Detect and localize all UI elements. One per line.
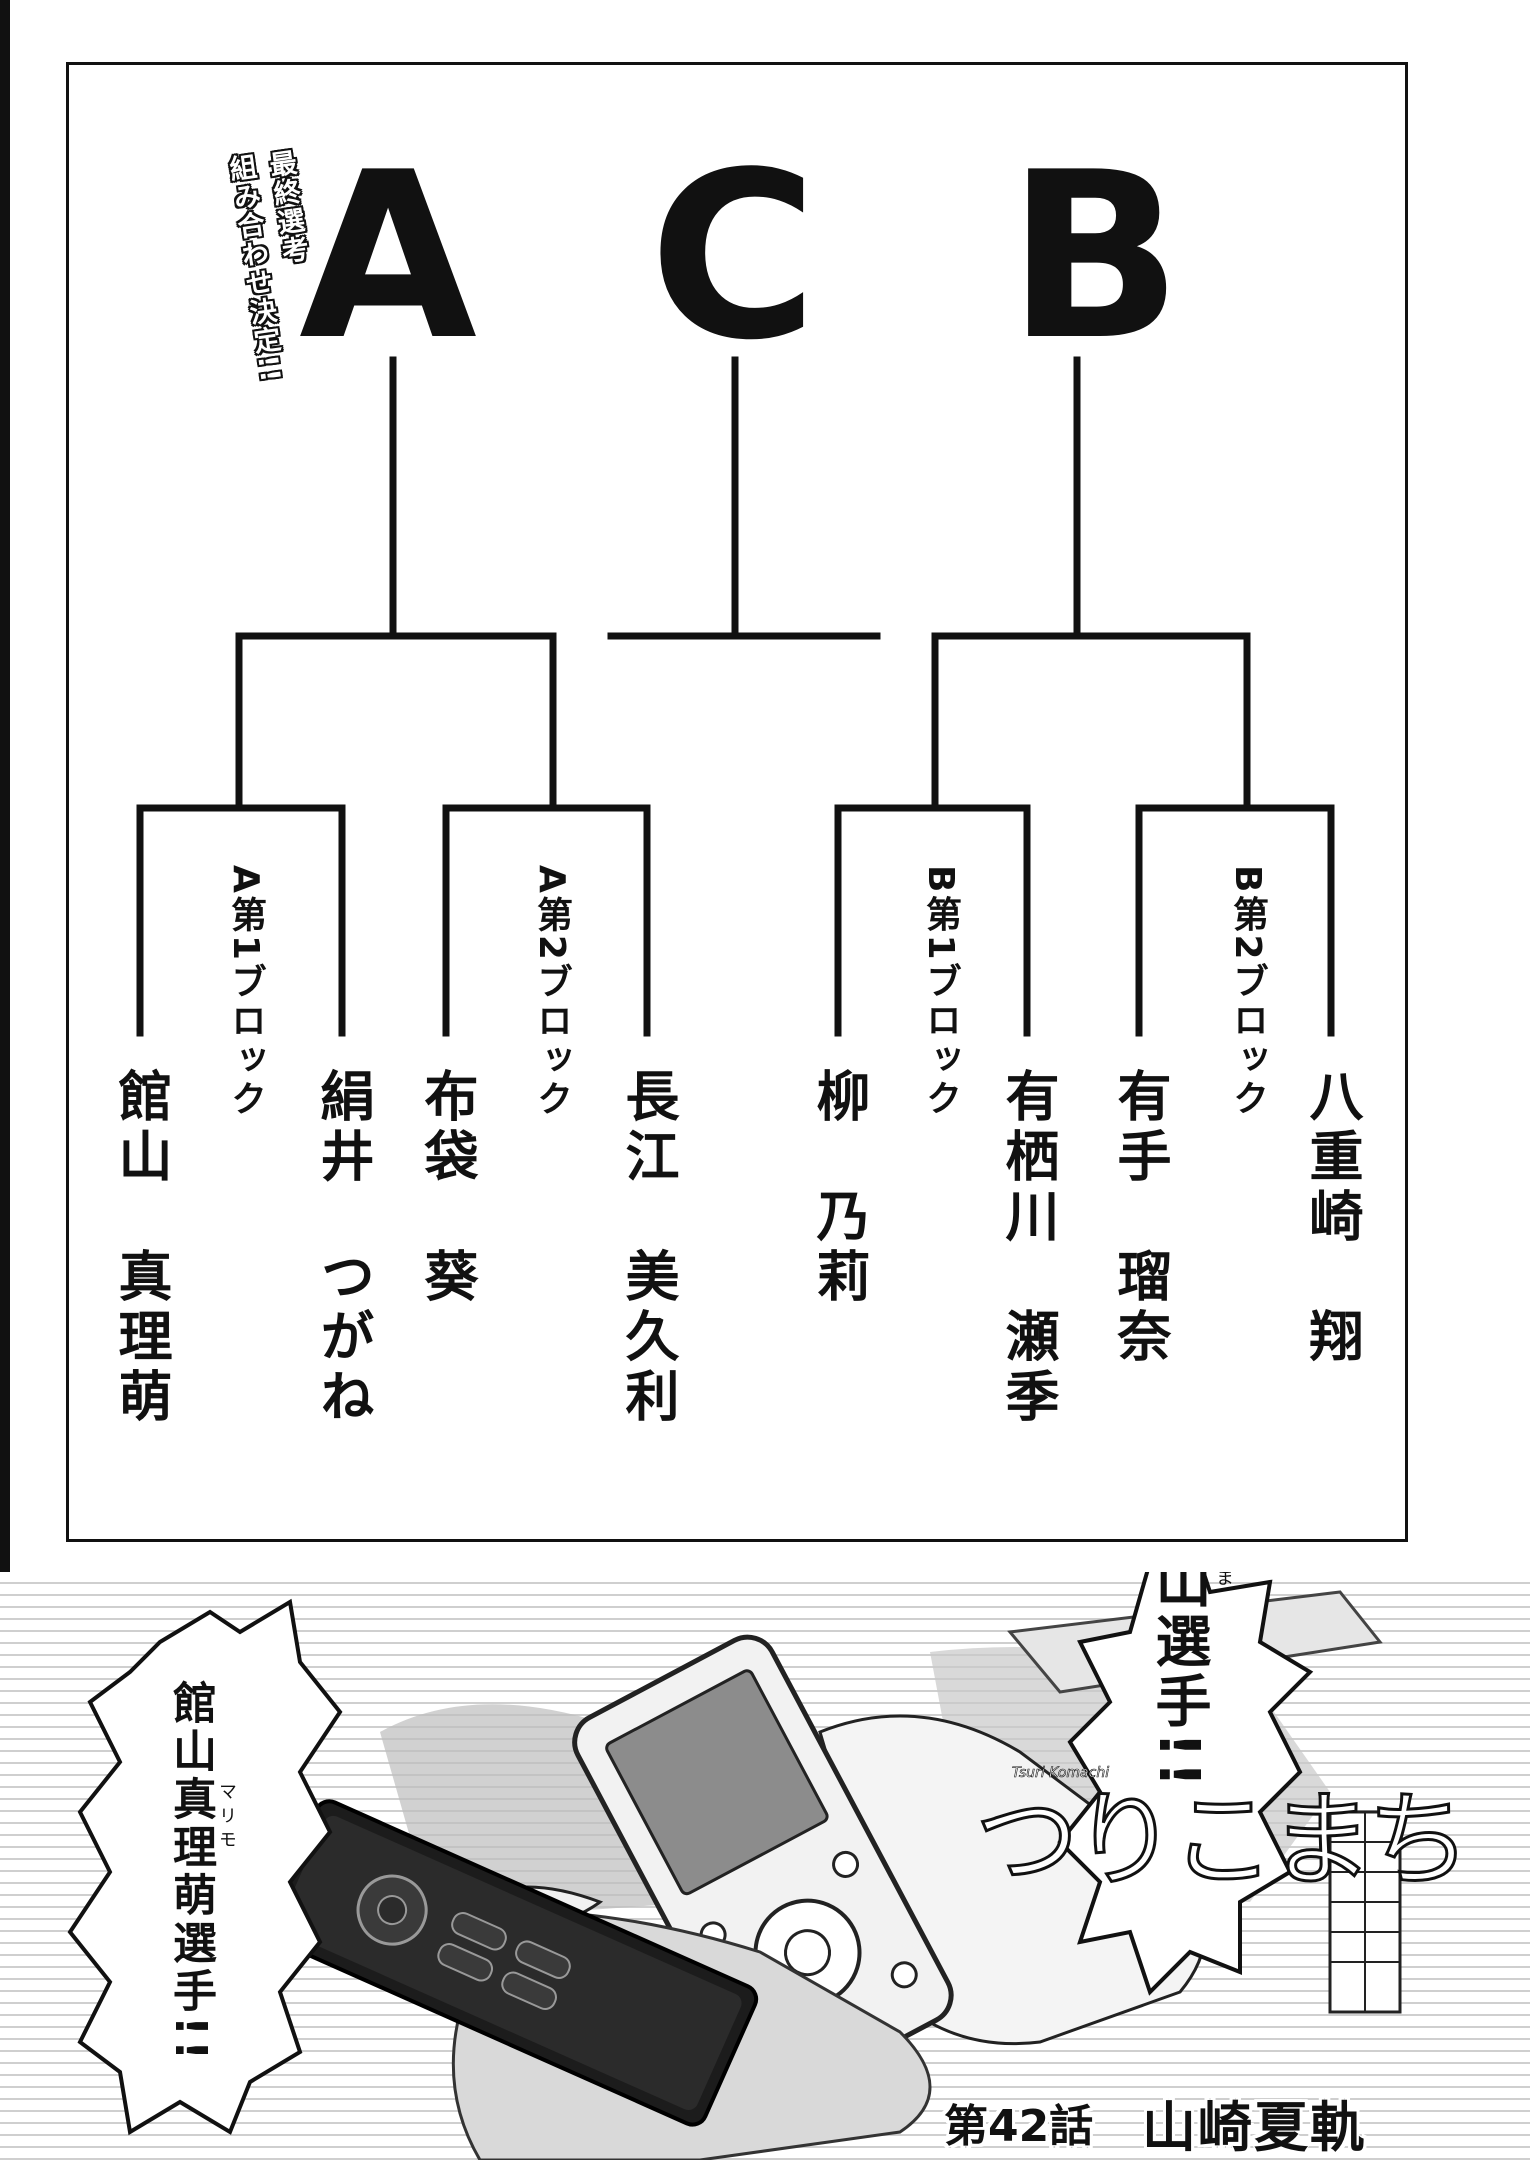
bracket-label-b: B <box>1007 124 1183 391</box>
block-label-b1: B第1ブロック <box>920 865 961 1119</box>
player-name: 有栖川 瀬季 <box>996 1068 1059 1428</box>
block-label-a1: A第1ブロック <box>225 865 266 1119</box>
bracket-panel: 最終選考 組み合わせ決定!! A C B A第1ブロック <box>66 62 1408 1542</box>
player-name: 長江 美久利 <box>616 1068 679 1428</box>
speech-right: 館山選手!! <box>1146 1572 1211 1792</box>
interview-panel: 館山選手!! たてやま 館山真理萌選手!! マリモ <box>0 1572 1530 2160</box>
recorder-illustration <box>67 1572 1402 2160</box>
speech-left-ruby: マリモ <box>216 1782 237 1854</box>
player-name: 柳 乃莉 <box>807 1068 870 1308</box>
player-name: 布袋 葵 <box>415 1068 478 1308</box>
player-name: 館山 真理萌 <box>109 1068 172 1428</box>
bracket-label-c: C <box>649 124 818 391</box>
block-label-a2: A第2ブロック <box>531 865 572 1119</box>
block-label-b2: B第2ブロック <box>1227 865 1268 1119</box>
speech-right-ruby: たてやま <box>1210 1572 1236 1592</box>
bracket-label-a: A <box>299 124 478 391</box>
author-name: 山崎夏軌 <box>1142 2096 1366 2159</box>
bracket-lines <box>136 356 1335 1037</box>
chapter-number: 第42話 <box>944 2101 1094 2152</box>
player-name: 有手 瑠奈 <box>1108 1068 1171 1368</box>
page-edge <box>0 0 10 2160</box>
player-name: 八重崎 翔 <box>1300 1068 1363 1368</box>
series-logo: つりこまち <box>973 1778 1472 1903</box>
series-logo-romaji: Tsuri Komachi <box>1012 1765 1110 1782</box>
player-name: 絹井 つがね <box>311 1068 374 1428</box>
speech-left: 館山真理萌選手!! <box>165 1680 216 2065</box>
